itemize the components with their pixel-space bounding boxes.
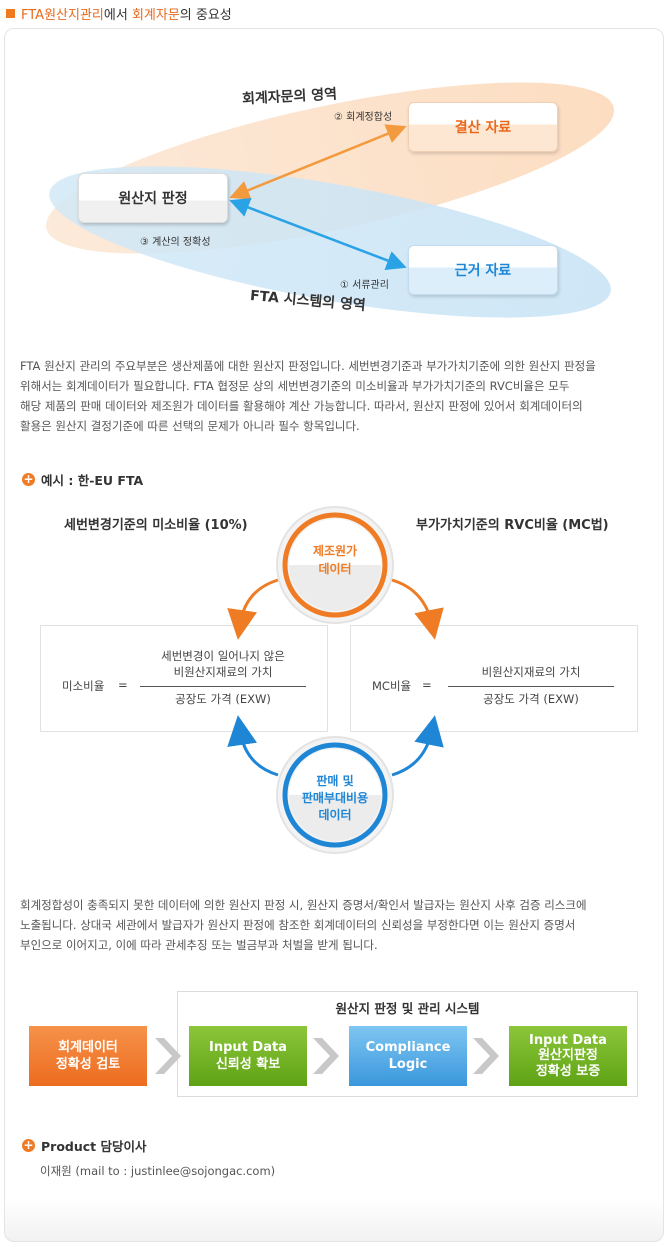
circle-line: 데이터 <box>318 808 352 822</box>
chevron-right-icon <box>313 1038 339 1074</box>
arrow-bottom-right <box>391 715 444 777</box>
circle-line: 판매부대비용 <box>301 791 369 805</box>
bottom-circle-text: 판매 및 판매부대비용 데이터 <box>285 773 385 824</box>
chevron-right-icon <box>473 1038 499 1074</box>
contact-title-text: Product 담당이사 <box>41 1139 147 1154</box>
bottom-circle-ring <box>282 742 388 848</box>
bottom-circle-shade <box>289 795 381 841</box>
numerator-line: 비원산지재료의 가치 <box>481 665 581 679</box>
plus-circle-icon: + <box>22 1138 35 1152</box>
arrow-blue <box>229 197 407 271</box>
system-frame <box>177 991 638 1097</box>
flow-step-input-reliability: Input Data 신뢰성 확보 <box>189 1026 307 1086</box>
flow-line: Compliance <box>365 1040 451 1055</box>
label-accounting-consistency: ② 회계정합성 <box>334 112 393 123</box>
header-part4: 의 중요성 <box>179 7 232 23</box>
risk-paragraph: 회계정합성이 충족되지 못한 데이터에 의한 원산지 판정 시, 원산지 증명서… <box>20 895 660 955</box>
header-part1: FTA원산지관리 <box>21 7 104 23</box>
circle-line: 판매 및 <box>316 774 354 788</box>
plus-circle-icon: + <box>22 472 35 486</box>
flow-line: Logic <box>388 1057 428 1072</box>
header-part2: 에서 <box>103 7 132 23</box>
left-formula-denominator: 공장도 가격 (EXW) <box>175 692 271 706</box>
flow-line: 신뢰성 확보 <box>215 1057 281 1072</box>
arrow-orange <box>229 124 407 200</box>
arrow-top-left <box>227 578 279 640</box>
top-circle-shade <box>289 565 381 611</box>
left-formula-numerator: 세번변경이 일어나지 않은 비원산지재료의 가치 <box>140 648 306 680</box>
right-formula-label: MC비율 <box>372 679 412 693</box>
header-part3: 회계자문 <box>131 7 180 23</box>
right-criterion-heading: 부가가치기준의 RVC비율 (MC법) <box>416 518 609 533</box>
risk-line: 회계정합성이 충족되지 못한 데이터에 의한 원산지 판정 시, 원산지 증명서… <box>20 898 587 912</box>
flow-line: Input Data <box>529 1032 607 1048</box>
accounting-diagram <box>46 82 614 318</box>
left-fraction-bar <box>140 686 306 687</box>
contact-line[interactable]: 이재원 (mail to : justinlee@sojongac.com) <box>40 1164 276 1178</box>
example-title-text: 예시 : 한-EU FTA <box>41 473 144 488</box>
origin-judgment-box: 원산지 판정 <box>78 173 228 223</box>
header-square-icon <box>6 8 15 18</box>
left-formula-eq: = <box>118 678 128 692</box>
flow-line: 회계데이터 <box>58 1040 118 1055</box>
left-formula-label: 미소비율 <box>62 679 105 693</box>
circle-line: 제조원가 <box>312 544 358 558</box>
flow-line: 정확성 검토 <box>55 1057 121 1072</box>
flow-line: Input Data <box>209 1040 287 1055</box>
example-cycle-graphic <box>227 506 444 854</box>
page-header: FTA원산지관리 에서 회계자문 의 중요성 <box>6 3 232 23</box>
intro-line: 위해서는 회계데이터가 필요합니다. FTA 협정문 상의 세번변경기준의 미소… <box>20 379 570 393</box>
top-circle-ring <box>282 512 388 618</box>
label-doc-management: ① 서류관리 <box>340 280 389 291</box>
right-formula-eq: = <box>422 678 432 692</box>
top-circle-text: 제조원가 데이터 <box>290 542 380 578</box>
label-calc-accuracy: ③ 계산의 정확성 <box>140 237 211 248</box>
intro-line: 해당 제품의 판매 데이터와 제조원가 데이터를 활용해야 계산 가능합니다. … <box>20 399 583 413</box>
right-formula-numerator: 비원산지재료의 가치 <box>448 664 614 680</box>
intro-paragraph: FTA 원산지 관리의 주요부분은 생산제품에 대한 원산지 판정입니다. 세번… <box>20 356 660 436</box>
left-formula-box <box>40 625 328 732</box>
system-title: 원산지 판정 및 관리 시스템 <box>335 1001 480 1016</box>
intro-line: FTA 원산지 관리의 주요부분은 생산제품에 대한 원산지 판정입니다. 세번… <box>20 359 596 373</box>
flow-line: 원산지판정 <box>538 1048 598 1064</box>
intro-line: 활용은 원산지 결정기준에 따른 선택의 문제가 아니라 필수 항목입니다. <box>20 419 360 433</box>
numerator-line: 비원산지재료의 가치 <box>173 665 273 679</box>
numerator-line: 세번변경이 일어나지 않은 <box>161 649 285 663</box>
left-criterion-heading: 세번변경기준의 미소비율 (10%) <box>64 518 248 533</box>
settlement-data-box: 결산 자료 <box>408 102 558 152</box>
risk-line: 노출됩니다. 상대국 세관에서 발급자가 원산지 판정에 참조한 회계데이터의 … <box>20 918 576 932</box>
flow-line: 정확성 보증 <box>535 1063 601 1079</box>
arrow-bottom-left <box>227 715 279 777</box>
chevron-right-icon <box>155 1038 181 1074</box>
example-title: + 예시 : 한-EU FTA <box>22 470 143 489</box>
right-fraction-bar <box>448 686 614 687</box>
circle-line: 데이터 <box>318 562 352 576</box>
arrow-top-right <box>391 578 444 640</box>
contact-title: + Product 담당이사 <box>22 1136 147 1155</box>
right-formula-box <box>350 625 638 732</box>
right-formula-denominator: 공장도 가격 (EXW) <box>483 692 579 706</box>
basis-data-box: 근거 자료 <box>408 245 558 295</box>
risk-line: 부인으로 이어지고, 이에 따라 관세추징 또는 벌금부과 처벌을 받게 됩니다… <box>20 938 378 952</box>
flow-arrows <box>155 1038 499 1074</box>
